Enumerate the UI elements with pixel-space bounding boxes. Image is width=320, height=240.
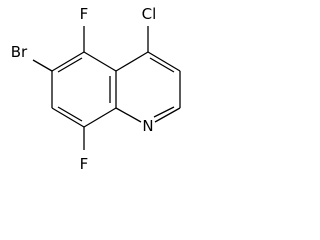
quinoline-structure-diagram: Br F Cl F N (11, 5, 181, 173)
atom-label-cl: Cl (142, 5, 157, 23)
bond-n1-c8a (115, 107, 142, 123)
double-bond-c5-c6 (57, 57, 83, 73)
bond-c4-c3 (147, 51, 181, 72)
atom-label-f8: F (80, 155, 89, 173)
bond-c4a-c5 (83, 51, 117, 72)
bond-c8-c8a (83, 107, 117, 128)
atom-label-br: Br (11, 43, 28, 61)
bond-c5-c6 (51, 51, 85, 72)
double-bond-c2-n1 (153, 106, 175, 118)
atom-label-n: N (142, 117, 153, 135)
bond-c6-br (32, 59, 53, 72)
double-bond-c4-c3 (149, 57, 175, 73)
bond-c2-n1 (154, 107, 181, 123)
bond-c7-c8 (51, 107, 85, 128)
double-bond-c7-c8 (57, 106, 83, 122)
bond-c4a-c4 (115, 51, 149, 72)
atom-label-f5: F (80, 5, 89, 23)
